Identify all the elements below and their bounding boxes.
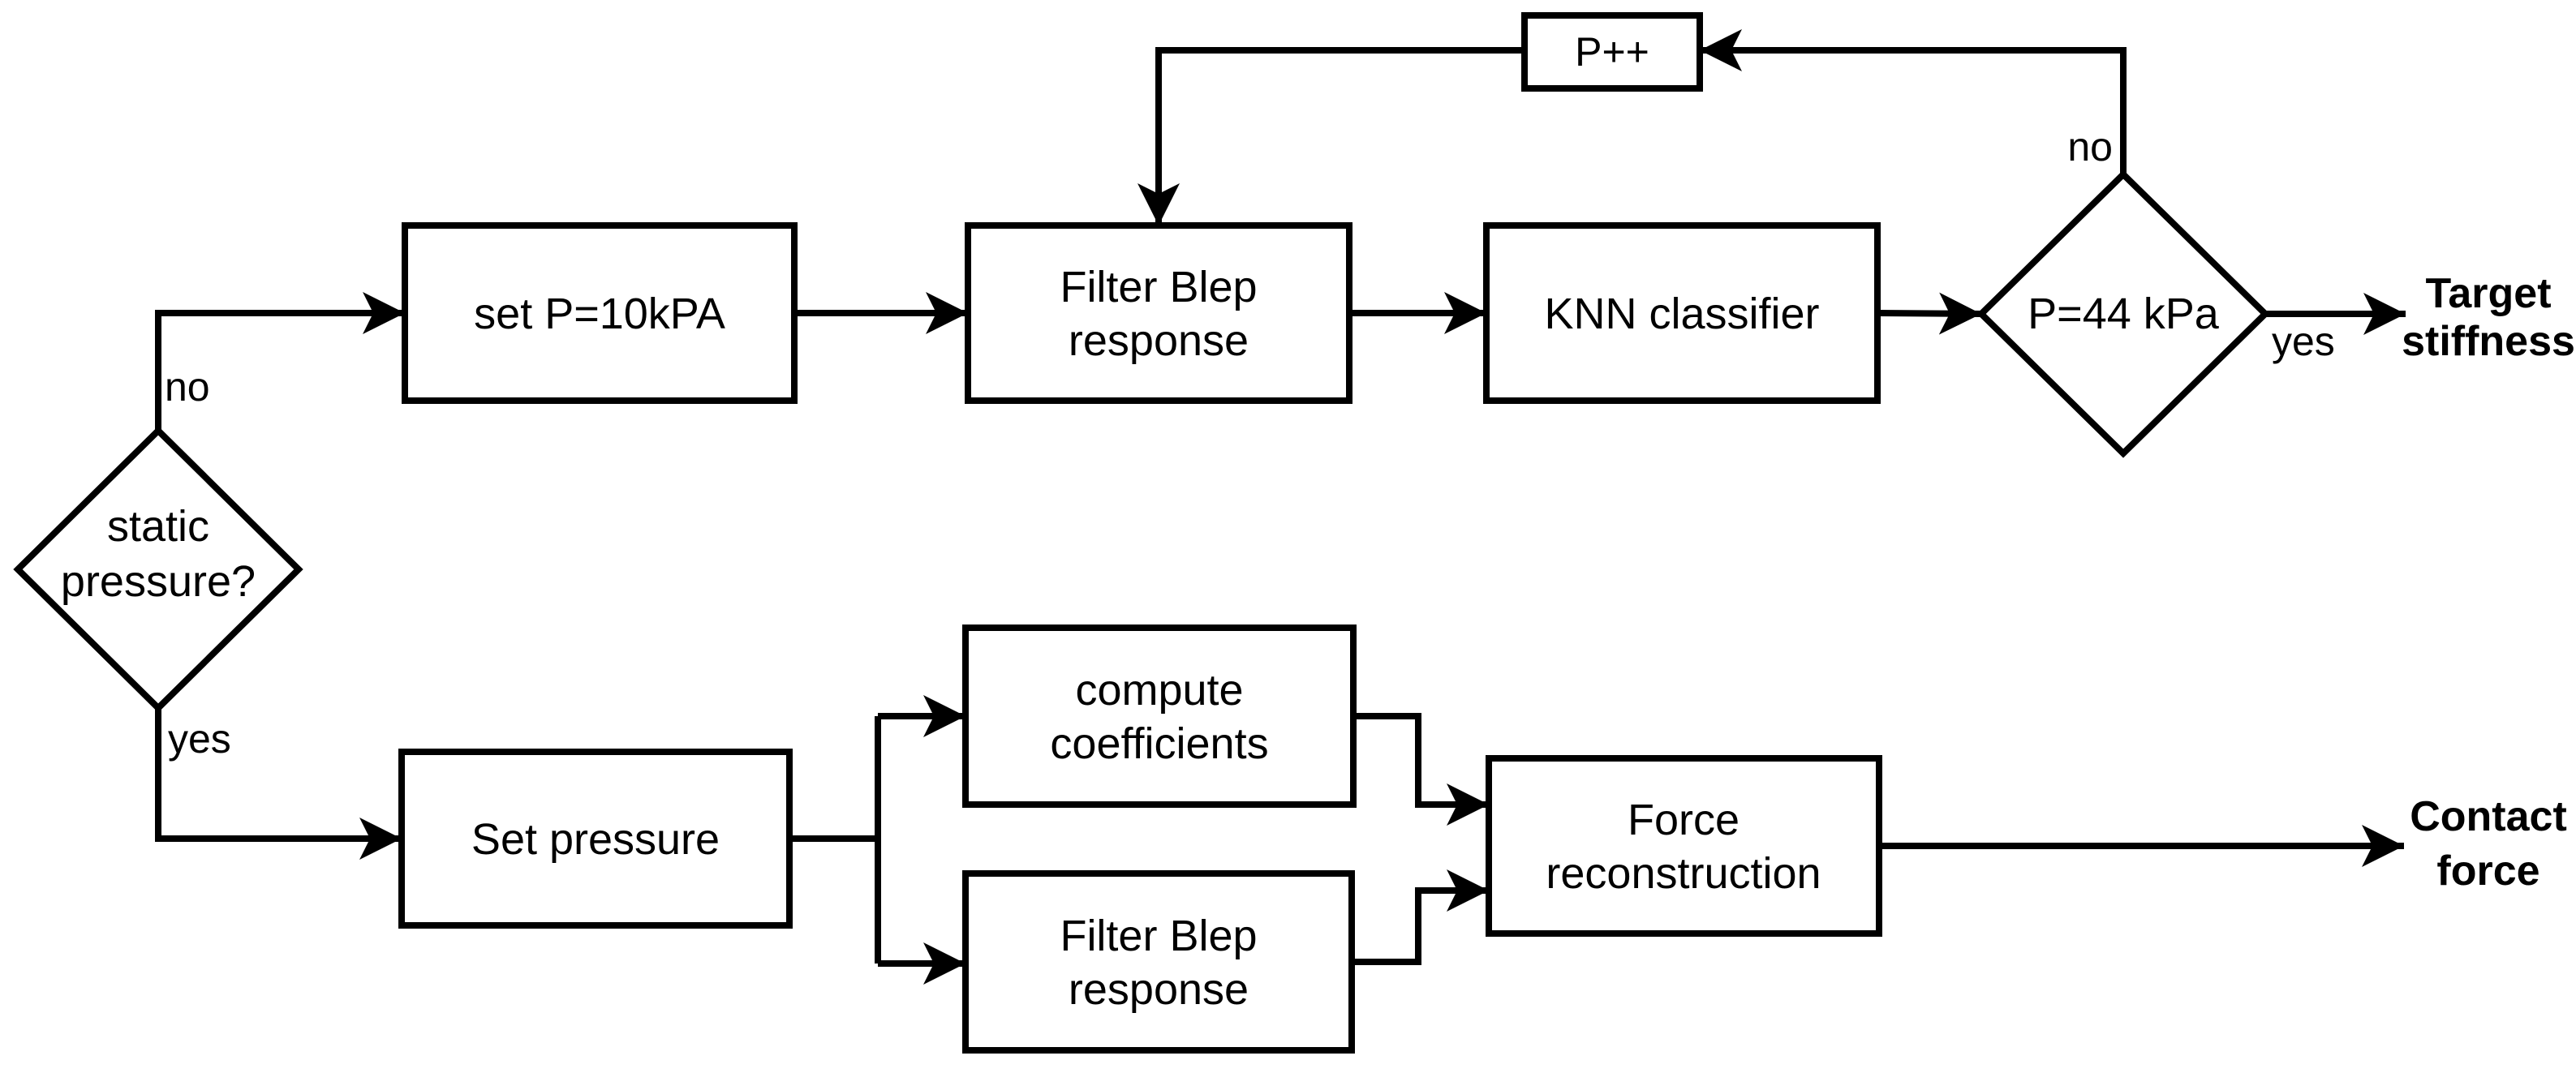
decision-static-pressure: static pressure? [13,426,303,713]
decision-static-pressure-shape [13,426,303,713]
decision-p44: P=44 kPa [1976,170,2270,458]
edge-label-p44-no: no [2067,124,2113,170]
process-compute-coefficients: compute coefficients [962,624,1357,808]
output-contact-force: Contact force [2410,793,2567,895]
process-p-increment-label: P++ [1575,29,1649,75]
edge-static-yes-to-set-pressure [155,708,402,860]
process-filter-blep-top: Filter Blep response [965,222,1353,404]
edge-label-static-no: no [165,364,210,410]
process-filter-blep-bottom: Filter Blep response [962,870,1355,1054]
edge-p-increment-to-filter-blep [1137,47,1525,225]
edge-knn-to-p44-decision [1877,292,1982,335]
edges [155,29,2406,985]
nodes: static pressure? set P=10kPA Filter Blep… [13,12,2270,1054]
edge-p44-no-to-p-increment [1700,29,2127,174]
process-filter-blep-bottom-label-line1: Filter Blep [1060,912,1257,960]
output-target-stiffness: Target stiffness [2402,270,2575,365]
output-contact-force-line2: force [2436,848,2539,895]
process-compute-coefficients-shape [962,624,1357,808]
output-contact-force-line1: Contact [2410,793,2567,840]
decision-static-pressure-label-line1: static [107,502,209,551]
process-compute-coefficients-label-line1: compute [1075,666,1243,715]
decision-p44-shape [1976,170,2270,458]
edge-label-p44-yes: yes [2272,319,2335,364]
output-target-stiffness-line2: stiffness [2402,318,2575,365]
process-set-p10kpa: set P=10kPA [402,222,798,404]
process-knn-classifier-label: KNN classifier [1544,290,1819,338]
process-filter-blep-top-label-line2: response [1069,316,1249,365]
process-set-pressure: Set pressure [398,749,793,929]
process-set-pressure-label: Set pressure [471,815,720,864]
edge-compute-to-force-reconstruction [1353,713,1489,826]
process-knn-classifier-shape [1483,222,1881,404]
decision-static-pressure-label-line2: pressure? [61,557,256,606]
process-force-reconstruction-shape [1486,755,1882,937]
process-filter-blep-top-label-line1: Filter Blep [1060,263,1257,311]
process-p-increment: P++ [1521,12,1703,92]
process-set-p10kpa-label: set P=10kPA [474,290,725,338]
output-labels: Target stiffness Contact force [2402,270,2575,895]
edge-labels: no yes no yes [165,124,2335,762]
process-knn-classifier: KNN classifier [1483,222,1881,404]
edge-static-no-to-set-p10 [155,292,405,431]
process-set-pressure-shape [398,749,793,929]
process-force-reconstruction-label-line1: Force [1628,796,1740,844]
decision-p44-label: P=44 kPa [2028,290,2220,338]
process-filter-blep-bottom-label-line2: response [1069,965,1249,1014]
edge-filter-blep-bottom-to-force-reconstruction [1352,869,1489,965]
output-target-stiffness-line1: Target [2425,270,2551,317]
edge-label-static-yes: yes [168,716,231,762]
process-set-p10kpa-shape [402,222,798,404]
process-compute-coefficients-label-line2: coefficients [1050,719,1268,768]
process-filter-blep-bottom-shape [962,870,1355,1054]
process-p-increment-shape [1521,12,1703,92]
process-force-reconstruction: Force reconstruction [1486,755,1882,937]
process-force-reconstruction-label-line2: reconstruction [1546,849,1821,898]
process-filter-blep-top-shape [965,222,1353,404]
